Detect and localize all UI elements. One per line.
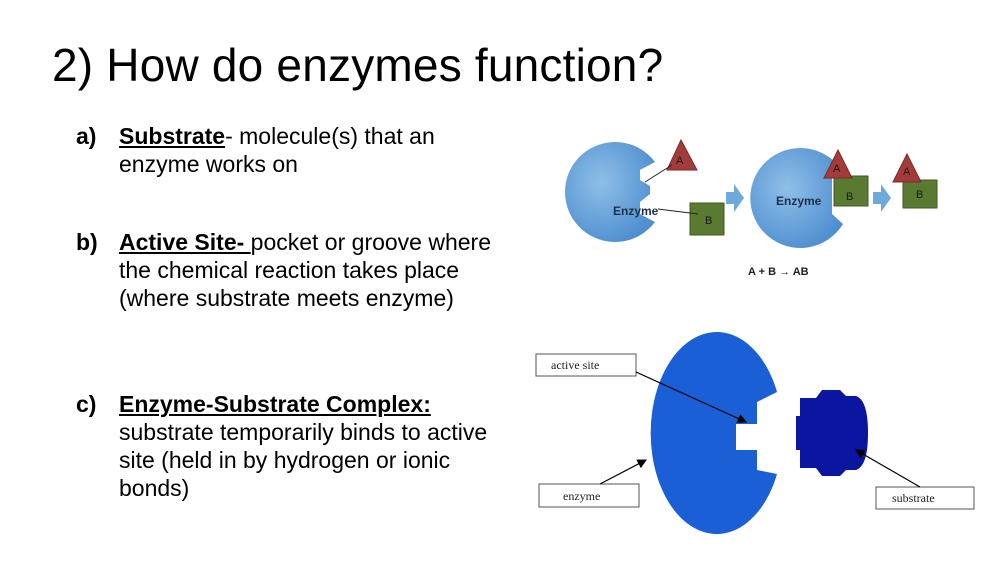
enzyme-label-2: Enzyme (776, 194, 822, 208)
bullet-active-site: b) Active Site- pocket or groove where t… (76, 228, 506, 312)
enzyme-label-1: Enzyme (613, 204, 659, 218)
substrate-shape (796, 390, 868, 476)
bullet-text: substrate temporarily binds to active si… (119, 419, 488, 501)
bullet-term: Enzyme-Substrate Complex: (119, 391, 431, 417)
substrate-label-box (875, 486, 975, 510)
enzyme-label-box (538, 483, 640, 508)
substrate-b-square (833, 175, 869, 207)
substrate-b-square (689, 202, 725, 236)
substrate-b-label: B (846, 191, 853, 203)
enzyme-shape-2 (750, 148, 843, 248)
enzyme-shape-large (650, 332, 777, 535)
active-site-label: active site (551, 358, 599, 372)
product-a-triangle (892, 152, 922, 183)
substrate-a-triangle (666, 138, 698, 171)
bullet-substrate: a) Substrate- molecule(s) that an enzyme… (76, 122, 506, 178)
pointer-line (657, 208, 699, 215)
active-site-label-box (535, 353, 637, 377)
pointer-line (644, 164, 673, 183)
product-b-label: B (916, 189, 923, 201)
process-arrow-1 (726, 184, 744, 212)
product-a-label: A (903, 166, 911, 178)
bullet-marker: b) (76, 229, 98, 255)
active-site-pointer (635, 371, 748, 423)
substrate-a-label: A (676, 155, 684, 167)
top-diagram: Enzyme A B Enzyme A B A B A + B → AB (565, 138, 938, 278)
bullet-marker: c) (76, 391, 97, 417)
enzyme-label: enzyme (563, 489, 600, 503)
reaction-equation: A + B → AB (748, 266, 809, 278)
substrate-label: substrate (892, 491, 935, 505)
substrate-b-label: B (705, 215, 712, 227)
bullet-text: pocket or groove where the chemical reac… (119, 229, 492, 311)
substrate-a-triangle (823, 148, 853, 179)
process-arrow-2 (873, 184, 891, 212)
substrate-pointer (854, 449, 921, 488)
slide-title: 2) How do enzymes function? (52, 39, 664, 91)
bullet-text: - molecule(s) that an enzyme works on (119, 123, 435, 177)
bullet-marker: a) (76, 123, 97, 149)
bullet-term: Active Site- (119, 229, 251, 255)
bullet-term: Substrate (119, 123, 226, 149)
bottom-diagram: active site enzyme substrate (535, 332, 975, 535)
enzyme-shape-1 (565, 142, 655, 243)
substrate-a-label: A (833, 163, 841, 175)
bullet-enzyme-substrate-complex: c) Enzyme-Substrate Complex: substrate t… (76, 390, 506, 502)
enzyme-pointer (599, 459, 648, 485)
